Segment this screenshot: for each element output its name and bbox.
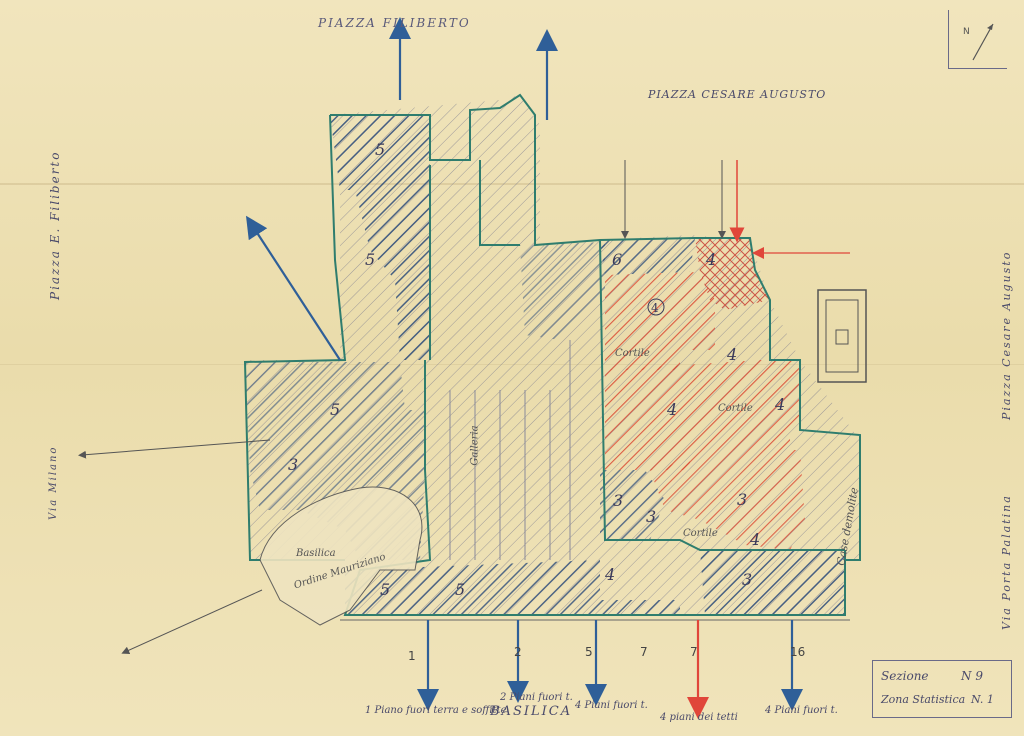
monument <box>817 289 867 383</box>
street-label-via-porta: Via Porta Palatina <box>1000 494 1013 630</box>
sezione-number: N 9 <box>961 669 983 683</box>
cortile-label-1: Cortile <box>615 348 650 359</box>
note-bottom-2: 2 Piani fuori t. <box>500 692 573 703</box>
note-bottom-3: 4 Piani fuori t. <box>575 700 648 711</box>
basilica-bottom-label: BASILICA <box>490 704 573 719</box>
block-south <box>345 560 680 615</box>
basilica-shape <box>259 486 423 626</box>
svg-text:5: 5 <box>380 580 390 599</box>
north-arrow-icon: N <box>963 23 994 61</box>
svg-text:4: 4 <box>749 530 760 549</box>
block-south-center <box>600 470 665 540</box>
circled-4 <box>647 298 665 316</box>
svg-text:16: 16 <box>790 645 805 659</box>
grid-ticks <box>449 340 571 560</box>
svg-text:7: 7 <box>640 645 648 659</box>
arrows-gray <box>78 160 726 654</box>
svg-text:4: 4 <box>726 345 737 364</box>
compass-box: N <box>948 10 1007 69</box>
block-center <box>520 242 605 340</box>
svg-text:4: 4 <box>666 400 677 419</box>
street-label-left: Piazza E. Filiberto <box>48 150 62 300</box>
red-block-2 <box>605 360 800 470</box>
svg-text:4: 4 <box>604 565 615 584</box>
svg-text:3: 3 <box>646 507 656 526</box>
note-bottom-1: 1 Piano fuori terra e soffitte <box>365 705 507 716</box>
note-bottom-5: 4 Piani fuori t. <box>765 705 838 716</box>
svg-text:4: 4 <box>774 395 785 414</box>
zona-label: Zona Statistica <box>881 693 966 706</box>
svg-text:5: 5 <box>585 645 593 659</box>
street-label-right: Piazza Cesare Augusto <box>1000 250 1013 420</box>
svg-text:4: 4 <box>705 250 716 269</box>
arrows-blue <box>245 17 803 711</box>
cross-block <box>695 238 770 310</box>
block-southeast <box>700 550 845 615</box>
svg-text:2: 2 <box>514 645 522 659</box>
zona-number: N. 1 <box>971 693 994 706</box>
sezione-label: Sezione <box>881 669 929 683</box>
svg-text:4: 4 <box>651 301 659 315</box>
red-block-3 <box>650 450 805 550</box>
basilica-label: Basilica <box>296 548 336 559</box>
block-east-strip <box>600 238 695 275</box>
galleria-label: Galleria <box>469 425 481 466</box>
svg-text:3: 3 <box>737 490 747 509</box>
street-label-piazza-cesare: PIAZZA CESARE AUGUSTO <box>648 88 827 101</box>
note-bottom-4: 4 piani dei tetti <box>660 712 738 723</box>
svg-text:7: 7 <box>690 645 698 659</box>
svg-text:1: 1 <box>408 649 416 663</box>
svg-text:3: 3 <box>742 570 752 589</box>
svg-text:5: 5 <box>375 140 385 159</box>
cortile-label-3: Cortile <box>683 528 718 539</box>
svg-text:5: 5 <box>455 580 465 599</box>
block-numbers: 5 5 5 3 5 5 4 3 6 4 3 3 3 4 4 4 4 <box>288 140 785 599</box>
cortile-label-2: Cortile <box>718 403 753 414</box>
svg-text:N: N <box>963 27 970 37</box>
block-northwest <box>330 115 430 360</box>
bottom-digits: 1 2 5 7 7 16 <box>408 645 805 663</box>
svg-text:6: 6 <box>612 250 622 269</box>
street-label-top: PIAZZA FILIBERTO <box>318 16 471 30</box>
red-block-1 <box>605 272 715 370</box>
svg-text:5: 5 <box>365 250 375 269</box>
svg-text:3: 3 <box>613 491 623 510</box>
svg-text:5: 5 <box>330 400 340 419</box>
street-label-via-milano: Via Milano <box>48 445 59 520</box>
section-box: Sezione N 9 Zona Statistica N. 1 <box>872 660 1012 718</box>
svg-text:3: 3 <box>288 455 298 474</box>
